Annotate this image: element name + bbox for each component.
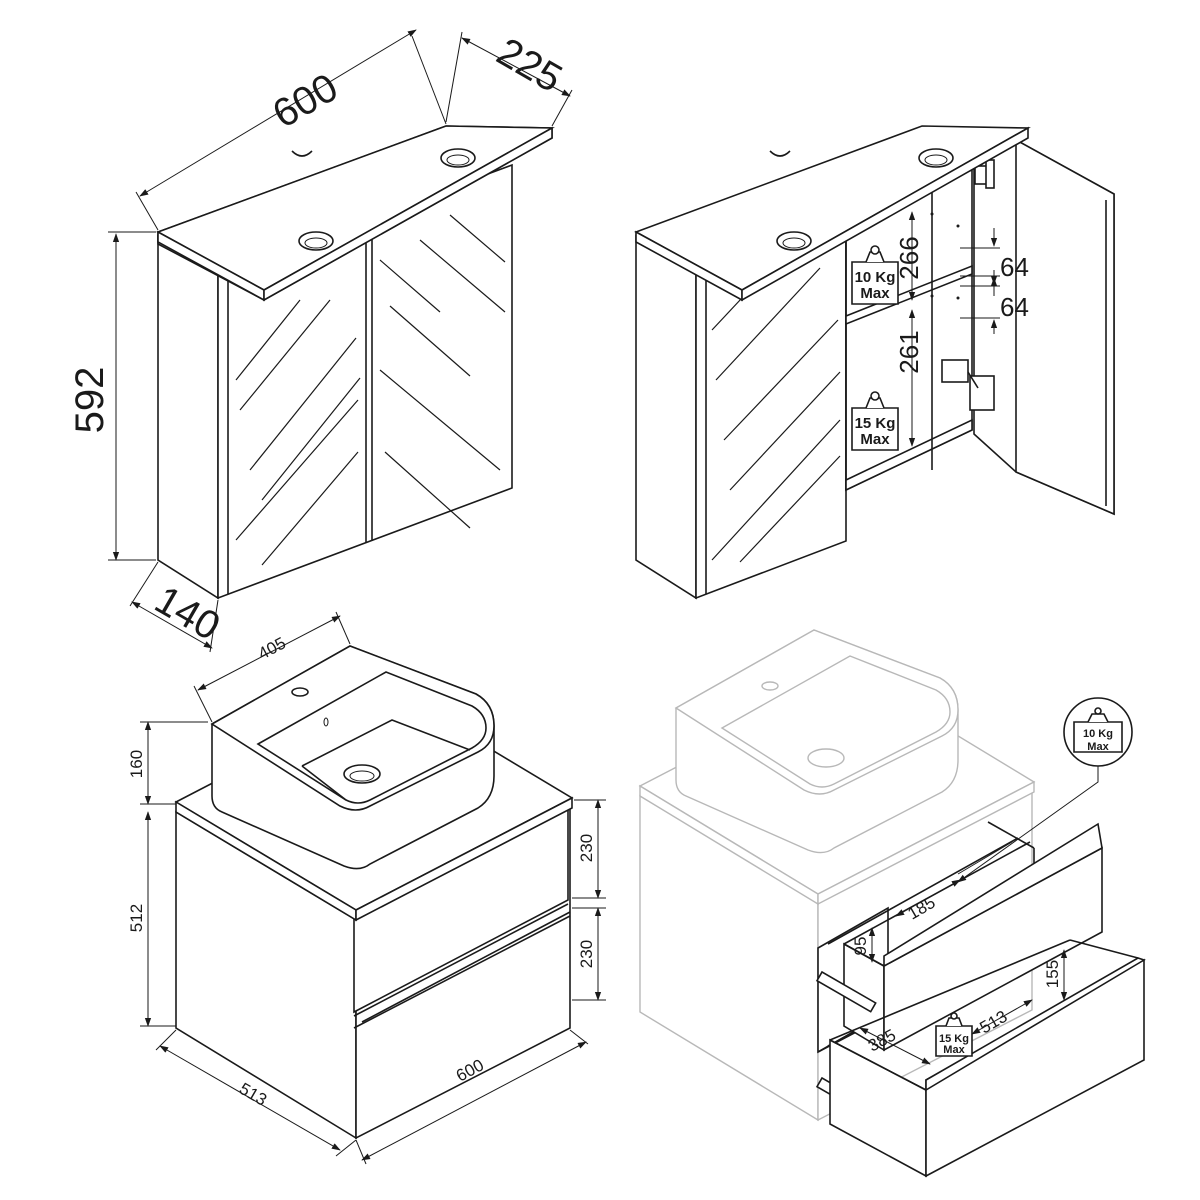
dim-225: 225 — [490, 30, 570, 101]
drawer-load-top-badge: 10 Kg Max — [1063, 697, 1133, 767]
dim-512: 512 — [127, 904, 146, 932]
dim-64-upper: 64 — [1000, 252, 1029, 282]
mirror-hatch-left — [235, 299, 361, 566]
dim-155: 155 — [1043, 960, 1062, 988]
dim-64-lower: 64 — [1000, 292, 1029, 322]
mirror-cabinet-open-view: 10 Kg Max 15 Kg Max 266 261 64 64 — [634, 125, 1115, 600]
shelf-load-lower-badge: 15 Kg Max — [851, 391, 899, 451]
dim-405: 405 — [255, 633, 289, 663]
drawer-load-top-weight: 10 Kg — [1083, 728, 1113, 740]
drawer-load-bottom-weight: 15 Kg — [939, 1033, 969, 1045]
dim-266: 266 — [894, 236, 924, 279]
dim-592: 592 — [68, 367, 112, 434]
drawer-load-bottom-max: Max — [943, 1044, 965, 1056]
vanity-closed-view: 405 160 512 230 230 513 600 — [127, 611, 606, 1165]
vanity-open-view: 10 Kg Max 15 Kg Max 185 95 155 513 385 — [638, 629, 1146, 1178]
mirror-cabinet-closed-view: 600 225 592 140 — [68, 29, 573, 653]
dim-600-top: 600 — [266, 65, 346, 136]
mirror-hatch-door — [711, 267, 841, 563]
shelf-lower — [845, 418, 973, 492]
shelf-load-lower-weight: 15 Kg — [855, 415, 896, 432]
dim-513: 513 — [236, 1079, 270, 1110]
dim-230-top: 230 — [577, 834, 596, 862]
dim-230-bottom: 230 — [577, 940, 596, 968]
shelf-load-upper-badge: 10 Kg Max — [851, 245, 899, 305]
dim-160: 160 — [127, 750, 146, 778]
drawer-load-bottom-badge: 15 Kg Max — [935, 1012, 973, 1057]
shelf-load-lower-max: Max — [860, 431, 890, 448]
shelf-load-upper-max: Max — [860, 285, 890, 302]
shelf-load-upper-weight: 10 Kg — [855, 269, 896, 286]
mirror-hatch-right — [379, 214, 506, 529]
dim-95: 95 — [851, 937, 870, 956]
dim-261: 261 — [894, 330, 924, 373]
drawer-load-top-max: Max — [1087, 741, 1109, 753]
basin-faint — [674, 629, 959, 854]
